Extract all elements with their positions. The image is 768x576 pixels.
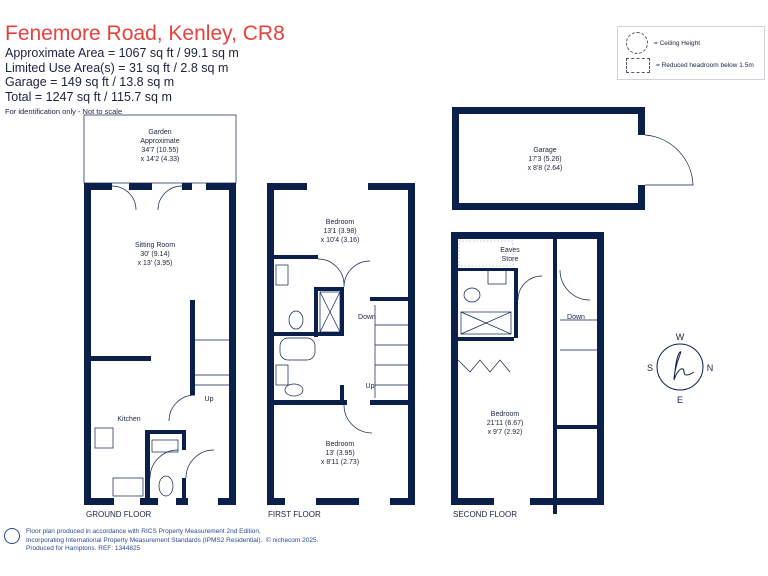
legend-ceiling-label: = Ceiling Height [654,39,701,47]
ground-floor-label: GROUND FLOOR [86,510,152,519]
bedroom-3-label: Bedroom [491,411,520,418]
scale-note: For identification only - Not to scale [5,107,123,116]
room-labels: Garden Approximate 34'7 (10.55) x 14'2 (… [117,129,585,466]
approximate-area: Approximate Area = 1067 sq ft / 99.1 sq … [5,46,239,60]
garage-area: Garage = 149 sq ft / 13.8 sq m [5,75,175,89]
bedroom-2-label: Bedroom [326,441,355,448]
bedroom-2-dim-1: 13' (3.95) [325,450,354,457]
walls [84,107,645,514]
compass: W S N E [647,332,713,405]
sitting-room-label: Sitting Room [135,242,175,249]
garage-label: Garage [533,147,556,154]
bedroom-2-dim-2: x 8'11 (2.73) [321,459,359,466]
legend-ceiling: = Ceiling Height [626,32,700,54]
property-title: Fenemore Road, Kenley, CR8 [5,22,285,45]
ceiling-height-icon [626,32,648,54]
compass-west: W [676,332,685,342]
sitting-room-dim-1: 30' (9.14) [140,251,169,258]
garage-dim-1: 17'3 (5.26) [528,156,561,163]
kitchen-label: Kitchen [117,416,140,423]
footer: Floor plan produced in accordance with R… [4,528,318,554]
footer-line-3: Produced for Hamptons. REF: 1344825 [26,545,141,552]
header: Fenemore Road, Kenley, CR8 Approximate A… [5,22,285,116]
eaves-store-label: Eaves [500,247,520,254]
second-floor-label: SECOND FLOOR [453,510,517,519]
garage-dim-2: x 8'8 (2.64) [528,165,563,172]
bedroom-3-dim-1: 21'11 (6.67) [487,420,524,427]
copyright: © nichecom 2025. [265,536,319,544]
stairs-up-label: Up [205,396,214,403]
legend: = Ceiling Height = Reduced headroom belo… [617,26,765,80]
first-floor-label: FIRST FLOOR [268,510,321,519]
stairs-down-label: Down [358,314,376,321]
bedroom-1-dim-1: 13'1 (3.98) [323,228,356,235]
garden-label: Garden [148,129,171,136]
bedroom-1-label: Bedroom [326,219,355,226]
person-info-icon [4,528,20,544]
eaves-store-area [458,240,514,267]
fixtures [83,114,694,497]
reduced-headroom-icon [626,58,650,73]
bedroom-3-dim-2: x 9'7 (2.92) [488,429,523,436]
footer-line-2: Incorporating International Property Mea… [26,536,263,544]
limited-use-area: Limited Use Area(s) = 31 sq ft / 2.8 sq … [5,60,229,75]
garden-dim-2: x 14'2 (4.33) [141,156,180,163]
bedroom-1-dim-2: x 10'4 (3.16) [321,237,360,244]
legend-headroom: = Reduced headroom below 1.5m [626,58,754,73]
sitting-room-dim-2: x 13' (3.95) [138,260,173,267]
floor-labels: GROUND FLOOR FIRST FLOOR SECOND FLOOR [86,510,517,519]
footer-line-1: Floor plan produced in accordance with R… [26,528,261,535]
stairs-down-label: Down [567,314,585,321]
garden-label-2: Approximate [140,138,179,145]
total-area: Total = 1247 sq ft / 115.7 sq m [5,89,172,104]
compass-east: E [677,395,683,405]
compass-ring [656,343,704,391]
eaves-store-label-2: Store [502,256,519,263]
stairs-up-label: Up [366,383,375,390]
compass-south: S [647,363,653,373]
compass-north: N [707,363,714,373]
legend-headroom-label: = Reduced headroom below 1.5m [656,62,754,69]
garden-dim-1: 34'7 (10.55) [141,147,178,154]
compass-logo-icon [673,351,695,381]
